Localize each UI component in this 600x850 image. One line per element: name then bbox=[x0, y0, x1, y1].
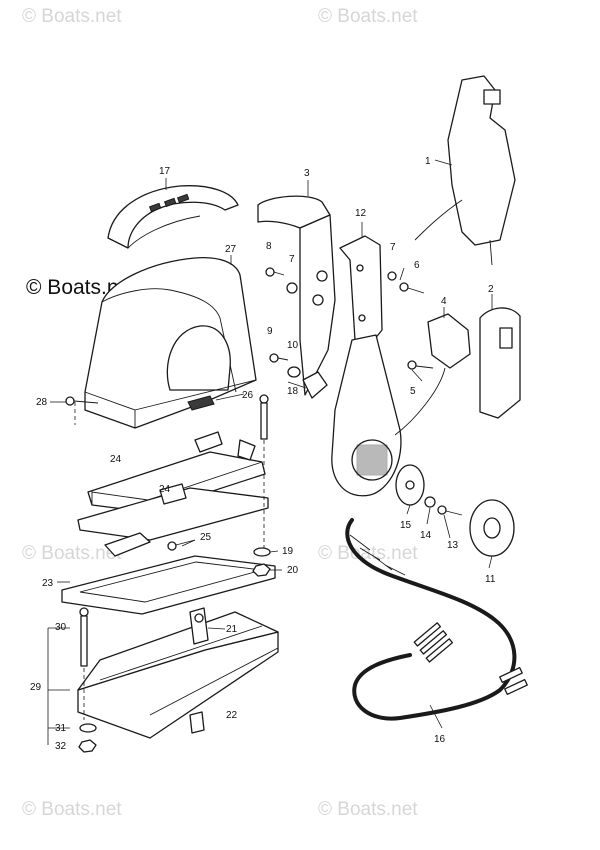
part-30-bolt bbox=[79, 607, 89, 667]
part-31-washer bbox=[79, 723, 97, 733]
callout-27: 27 bbox=[225, 244, 237, 255]
callout-14: 14 bbox=[420, 530, 432, 541]
callout-19: 19 bbox=[282, 546, 294, 557]
callout-23: 23 bbox=[42, 578, 54, 589]
callout-9: 9 bbox=[267, 326, 273, 337]
callout-13: 13 bbox=[447, 540, 459, 551]
part-15-disc bbox=[395, 464, 425, 506]
callout-12: 12 bbox=[355, 208, 367, 219]
callout-labels: 1 2 3 4 5 6 7 7 8 9 10 11 12 13 14 15 16… bbox=[30, 156, 496, 752]
part-5-screw bbox=[407, 360, 434, 370]
part-27-housing bbox=[84, 256, 257, 429]
part-21-stud bbox=[189, 607, 209, 645]
callout-3: 3 bbox=[304, 168, 310, 179]
callout-6: 6 bbox=[414, 260, 420, 271]
callout-31: 31 bbox=[55, 723, 67, 734]
part-24-bracket-lower bbox=[77, 483, 269, 557]
part-4-switch bbox=[394, 313, 471, 436]
part-20-nut bbox=[252, 563, 271, 577]
callout-7-left: 7 bbox=[289, 254, 295, 265]
part-2-cover bbox=[479, 307, 521, 419]
part-23-gasket bbox=[61, 555, 276, 615]
callout-17: 17 bbox=[159, 166, 171, 177]
callout-4: 4 bbox=[441, 296, 447, 307]
callout-21: 21 bbox=[226, 624, 238, 635]
callout-1: 1 bbox=[425, 156, 431, 167]
watermark-mid-left: © Boats.net bbox=[22, 543, 122, 564]
part-6-screw bbox=[399, 282, 425, 294]
callout-32: 32 bbox=[55, 741, 67, 752]
part-12-bracket bbox=[339, 235, 383, 346]
callout-22: 22 bbox=[226, 710, 238, 721]
callout-30: 30 bbox=[55, 622, 67, 633]
callout-16: 16 bbox=[434, 734, 446, 745]
callout-5: 5 bbox=[410, 386, 416, 397]
part-7-washer-right bbox=[387, 271, 397, 281]
watermark-mid-right: © Boats.net bbox=[318, 543, 418, 564]
part-1-control-lever bbox=[414, 75, 516, 266]
callout-7-right: 7 bbox=[390, 242, 396, 253]
watermark-bottom-left: © Boats.net bbox=[22, 799, 122, 820]
watermark-bottom-right: © Boats.net bbox=[318, 799, 418, 820]
callout-2: 2 bbox=[488, 284, 494, 295]
part-19-washer bbox=[253, 547, 271, 557]
part-7-washer-left bbox=[286, 282, 298, 294]
part-13-screw bbox=[437, 505, 463, 516]
part-3-handle bbox=[257, 195, 336, 399]
part-28-screw bbox=[65, 396, 99, 406]
part-8-screw bbox=[265, 267, 285, 277]
part-9-screw bbox=[269, 353, 289, 363]
part-26-screw bbox=[259, 394, 269, 440]
callout-24-upper: 24 bbox=[110, 454, 122, 465]
callout-20: 20 bbox=[287, 565, 299, 576]
part-22-clip bbox=[189, 711, 205, 734]
part-16-wire-harness bbox=[345, 518, 528, 721]
part-17-top-cover bbox=[107, 185, 239, 249]
callout-24-lower: 24 bbox=[159, 484, 171, 495]
part-29-base bbox=[77, 611, 279, 739]
part-10-washer bbox=[287, 366, 301, 378]
watermark-top-right: © Boats.net bbox=[318, 6, 418, 27]
callout-18: 18 bbox=[287, 386, 299, 397]
callout-26: 26 bbox=[242, 390, 254, 401]
callout-15: 15 bbox=[400, 520, 412, 531]
part-32-nut bbox=[78, 739, 97, 753]
part-18-lever-arm bbox=[331, 334, 402, 497]
part-14-washer bbox=[424, 496, 436, 508]
part-11-grommet bbox=[469, 499, 515, 557]
callout-10: 10 bbox=[287, 340, 299, 351]
callout-11: 11 bbox=[485, 574, 496, 585]
part-25-screw bbox=[167, 539, 196, 551]
callout-25: 25 bbox=[200, 532, 212, 543]
callout-28: 28 bbox=[36, 397, 48, 408]
callout-8: 8 bbox=[266, 241, 272, 252]
watermark-top-left: © Boats.net bbox=[22, 6, 122, 27]
leader-lines bbox=[47, 159, 493, 745]
callout-29: 29 bbox=[30, 682, 42, 693]
part-24-bracket-upper bbox=[87, 431, 266, 513]
